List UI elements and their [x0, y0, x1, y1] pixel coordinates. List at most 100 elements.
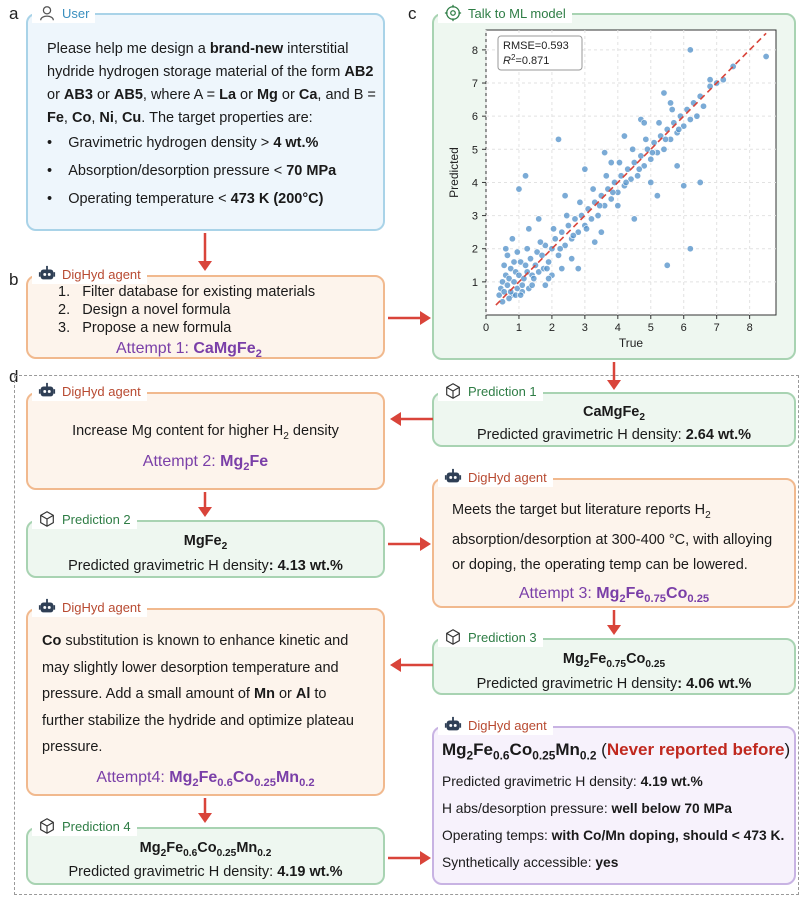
final-row-temperature: Operating temps: with Co/Mn doping, shou…: [442, 828, 785, 843]
arrow-a-to-b: [198, 233, 212, 271]
data-point: [564, 222, 572, 230]
robot-icon: [38, 265, 56, 280]
y-tick-label: 3: [472, 211, 478, 223]
data-point: [523, 245, 531, 253]
x-tick-label: 3: [582, 322, 588, 334]
agent-b-step-3: 3. Propose a new formula: [58, 320, 232, 336]
final-row-synthesis: Synthetically accessible: yes: [442, 855, 619, 870]
robot-icon: [38, 598, 56, 613]
data-point: [680, 122, 688, 130]
prediction-1-box: [432, 392, 796, 447]
data-point: [647, 155, 655, 163]
agent-3-attempt: Attempt 3: Mg2Fe0.75Co0.25: [518, 585, 710, 606]
prediction-4-header-label: Prediction 4: [62, 818, 131, 834]
agent-3-header-label: DigHyd agent: [468, 469, 547, 485]
x-axis-label: True: [619, 336, 644, 350]
data-point: [569, 231, 577, 239]
agent-4-text: Co substitution is known to enhance kine…: [42, 633, 354, 755]
prediction-4-formula: Mg2Fe0.6Co0.25Mn0.2: [139, 840, 272, 859]
data-point: [517, 291, 525, 299]
data-point: [762, 53, 770, 61]
data-point: [686, 245, 694, 253]
user-bullet-3: • Operating temperature < 473 K (200°C): [47, 191, 324, 207]
data-point: [495, 291, 503, 299]
arrow-agent4-to-pred4: [198, 798, 212, 823]
data-point: [629, 145, 637, 153]
prediction-4-header: Prediction 4: [32, 816, 137, 836]
data-point: [525, 225, 533, 233]
user-header-label: User: [62, 5, 90, 21]
data-point: [668, 106, 676, 114]
brain-gear-icon: [444, 4, 462, 22]
y-tick-label: 1: [472, 277, 478, 289]
arrow-pred2-to-agent3: [388, 537, 431, 551]
data-point: [607, 195, 615, 203]
arrow-pred1-to-agent2: [390, 412, 433, 426]
final-row-density: Predicted gravimetric H density: 4.19 wt…: [442, 774, 703, 789]
data-point: [601, 149, 609, 157]
data-point: [655, 119, 663, 127]
data-point: [648, 149, 656, 157]
arrow-pred4-to-final: [388, 851, 431, 865]
data-point: [507, 288, 515, 296]
arrow-b-to-c: [388, 311, 431, 325]
agent-4-header: DigHyd agent: [32, 597, 147, 617]
arrow-c-to-pred1: [607, 362, 621, 390]
agent-b-header: DigHyd agent: [32, 264, 147, 284]
y-tick-label: 4: [472, 177, 478, 189]
agent-b-box: [26, 275, 385, 359]
data-point: [615, 159, 623, 167]
data-point: [686, 115, 694, 123]
data-point: [660, 89, 668, 97]
agent-2-header: DigHyd agent: [32, 381, 147, 401]
y-tick-label: 6: [472, 111, 478, 123]
arrow-agent2-to-pred2: [198, 492, 212, 517]
data-point: [502, 245, 510, 253]
user-message-box: [26, 13, 385, 231]
ml-header-label: Talk to ML model: [468, 5, 566, 21]
data-point: [503, 281, 511, 289]
data-point: [522, 172, 530, 180]
prediction-4-value: Predicted gravimetric H density: 4.19 wt…: [68, 864, 343, 880]
data-point: [583, 225, 591, 233]
prediction-2-header: Prediction 2: [32, 509, 137, 529]
data-point: [545, 258, 553, 266]
data-point: [568, 255, 576, 263]
agent-2-attempt: Attempt 2: Mg2Fe: [142, 453, 269, 474]
data-point: [699, 102, 707, 110]
prediction-1-header-label: Prediction 1: [468, 383, 537, 399]
data-point: [513, 248, 521, 256]
data-point: [550, 225, 558, 233]
panel-label-a: a: [9, 4, 19, 23]
agent-3-header: DigHyd agent: [438, 467, 553, 487]
data-point: [693, 112, 701, 120]
y-tick-label: 5: [472, 144, 478, 156]
panel-d-region: [14, 375, 799, 895]
data-point: [581, 165, 589, 173]
agent-3-box: [432, 478, 796, 608]
data-point: [561, 241, 569, 249]
data-point: [620, 132, 628, 140]
x-tick-label: 4: [615, 322, 621, 334]
agent-b-attempt: Attempt 1: CaMgFe2: [116, 340, 262, 361]
data-point: [555, 135, 563, 143]
x-tick-label: 0: [483, 322, 489, 334]
data-point: [551, 235, 559, 243]
data-point: [696, 178, 704, 186]
prediction-3-header-label: Prediction 3: [468, 629, 537, 645]
data-point: [571, 215, 579, 223]
agent-4-attempt: Attempt4: Mg2Fe0.6Co0.25Mn0.2: [96, 769, 315, 790]
robot-icon: [444, 468, 462, 483]
data-point: [597, 228, 605, 236]
data-point: [640, 119, 648, 127]
user-bullet-list: • Gravimetric hydrogen density > 4 wt.% …: [47, 132, 377, 210]
panel-label-c: c: [408, 4, 417, 23]
data-point: [653, 192, 661, 200]
data-point: [543, 265, 551, 273]
y-axis-label: Predicted: [447, 147, 461, 198]
data-point: [555, 251, 563, 259]
data-point: [535, 268, 543, 276]
final-agent-header-label: DigHyd agent: [468, 717, 547, 733]
data-point: [596, 202, 604, 210]
